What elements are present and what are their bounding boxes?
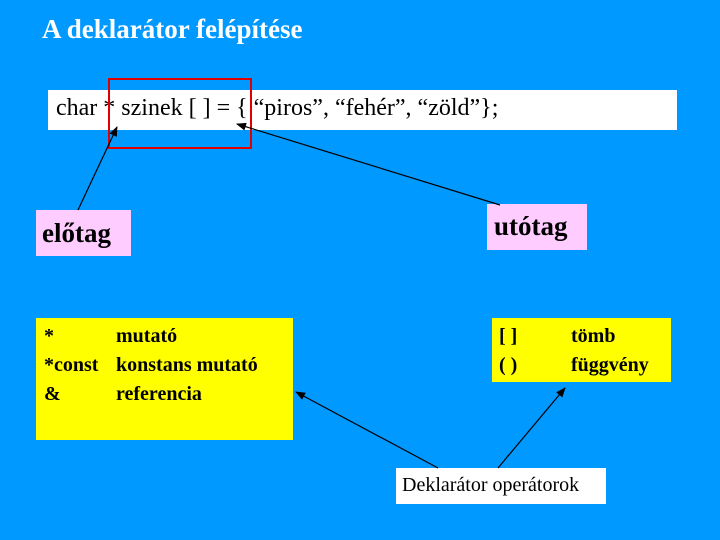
operator-meaning: mutató [116, 325, 178, 347]
declaration-code: char * szinek [ ] = { “piros”, “fehér”, … [56, 95, 499, 121]
operator-symbol: *const [44, 354, 99, 376]
prefix-label: előtag [36, 210, 131, 256]
operator-symbol: & [44, 383, 61, 405]
operator-meaning: konstans mutató [116, 354, 258, 376]
declarator-operators-label: Deklarátor operátorok [396, 468, 606, 504]
operator-symbol: * [44, 325, 54, 347]
prefix-operators-box: * mutató *const konstans mutató & refere… [36, 318, 293, 440]
operator-symbol: [ ] [499, 325, 518, 347]
arrow-ops-to-prefix-box [295, 391, 439, 469]
operator-meaning: referencia [116, 383, 202, 405]
arrow-suffix-to-brackets [236, 122, 501, 206]
operator-meaning: függvény [571, 354, 649, 376]
arrow-prefix-to-star [77, 126, 118, 211]
slide-title: A deklarátor felépítése [42, 14, 303, 44]
operator-symbol: ( ) [499, 354, 518, 376]
declarator-highlight-frame [108, 78, 252, 149]
operator-meaning: tömb [571, 325, 616, 347]
arrow-ops-to-suffix-box [497, 387, 566, 469]
suffix-label: utótag [487, 204, 587, 250]
code-line-box [48, 90, 677, 130]
suffix-operators-box: [ ] tömb ( ) függvény [492, 318, 671, 382]
